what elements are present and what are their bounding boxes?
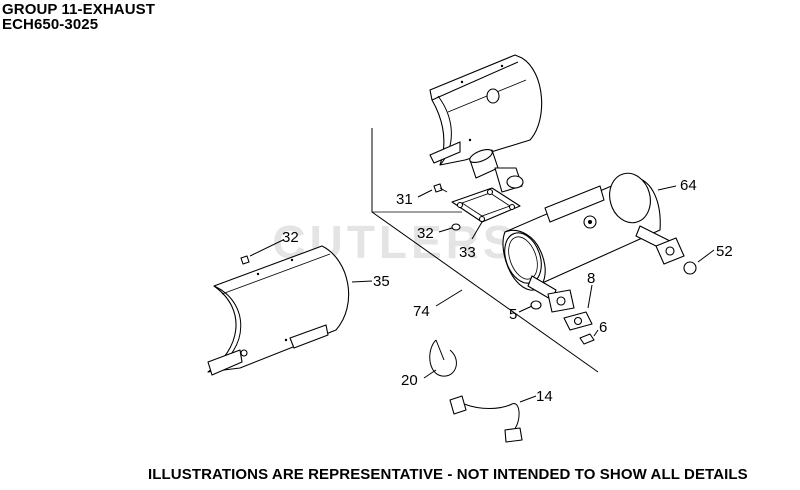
callout-20: 20 (401, 372, 418, 389)
nut-32-lower (240, 255, 250, 265)
callout-8: 8 (587, 270, 595, 287)
bolt-31 (433, 183, 448, 193)
bolt-6 (579, 333, 595, 345)
clamp-20 (429, 339, 457, 377)
heat-shield-35 (207, 245, 350, 376)
gasket-plate-33 (451, 187, 521, 223)
heat-shield-upper (429, 54, 543, 166)
callout-31: 31 (396, 191, 413, 208)
oxygen-sensor-14 (449, 395, 523, 443)
callout-32-lower: 32 (282, 229, 299, 246)
callout-52: 52 (716, 243, 733, 260)
disclaimer-footer: ILLUSTRATIONS ARE REPRESENTATIVE - NOT I… (148, 466, 748, 483)
muffler-64 (502, 172, 673, 301)
callout-5: 5 (509, 306, 517, 323)
flange-52 (655, 237, 697, 275)
callout-33: 33 (459, 244, 476, 261)
callout-64: 64 (680, 177, 697, 194)
model-number: ECH650-3025 (2, 16, 99, 33)
exhaust-tube (469, 148, 524, 193)
callout-6: 6 (599, 319, 607, 336)
callout-74: 74 (413, 303, 430, 320)
page-title: GROUP 11-EXHAUST (2, 1, 156, 18)
leader-lines (249, 185, 715, 403)
nut-32-upper (451, 223, 461, 231)
callout-35: 35 (373, 273, 390, 290)
nut-5 (530, 300, 542, 310)
flange-8 (547, 289, 593, 331)
engine-outline-74 (371, 128, 599, 373)
callout-32-upper: 32 (417, 225, 434, 242)
callout-14: 14 (536, 388, 553, 405)
